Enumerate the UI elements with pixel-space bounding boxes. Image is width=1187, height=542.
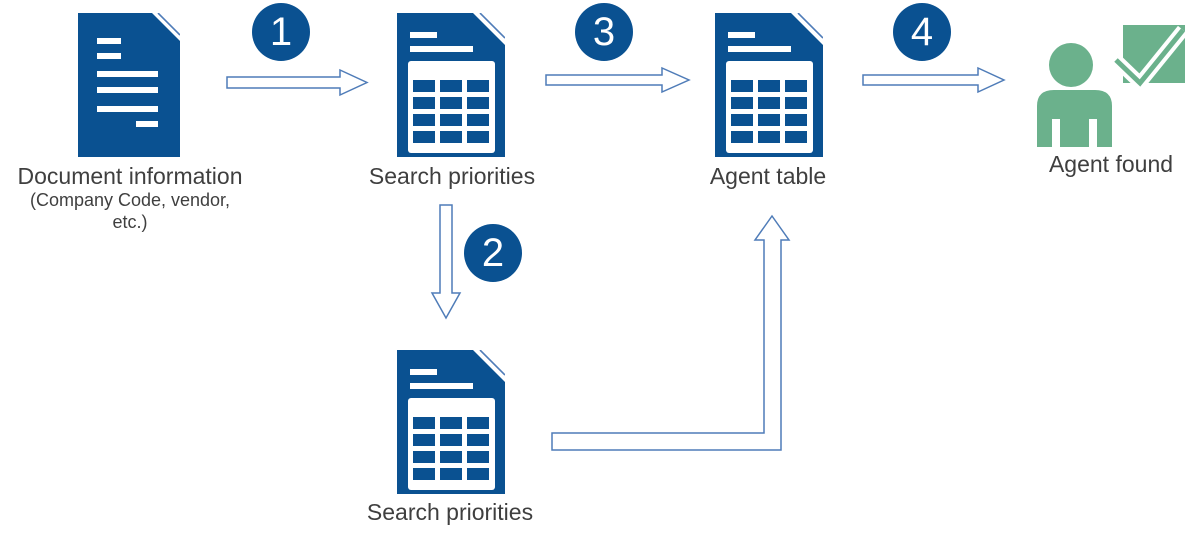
- step-badge-4: 4: [893, 3, 951, 61]
- agent-table-label: Agent table: [709, 163, 827, 189]
- step-badge-3: 3: [575, 3, 633, 61]
- arrow-step2-down: [430, 204, 462, 320]
- step-badge-2: 2: [464, 224, 522, 282]
- person-body: [1037, 90, 1112, 147]
- search-priorities-bottom-label: Search priorities: [366, 499, 534, 525]
- step-badge-1: 1: [252, 3, 310, 61]
- arrow-elbow-up: [551, 214, 791, 451]
- person-check-icon: [1037, 25, 1187, 147]
- arrow-step4-right: [862, 66, 1006, 94]
- document-icon: [78, 13, 180, 157]
- checkmark-icon: [1114, 28, 1185, 87]
- person-head: [1049, 43, 1093, 87]
- document-info-caption-line2: etc.): [112, 212, 148, 232]
- table-document-icon-search-top: [397, 13, 505, 157]
- search-priorities-top-label: Search priorities: [368, 163, 536, 189]
- table-document-icon-agent-table: [715, 13, 823, 157]
- document-info-caption-line1: (Company Code, vendor,: [29, 190, 231, 210]
- document-info-label: Document information: [17, 163, 243, 189]
- table-document-icon-search-bottom: [397, 350, 505, 494]
- arrow-step3-right: [545, 66, 691, 94]
- arrow-step1-right: [226, 68, 369, 97]
- agent-found-label: Agent found: [1048, 151, 1174, 177]
